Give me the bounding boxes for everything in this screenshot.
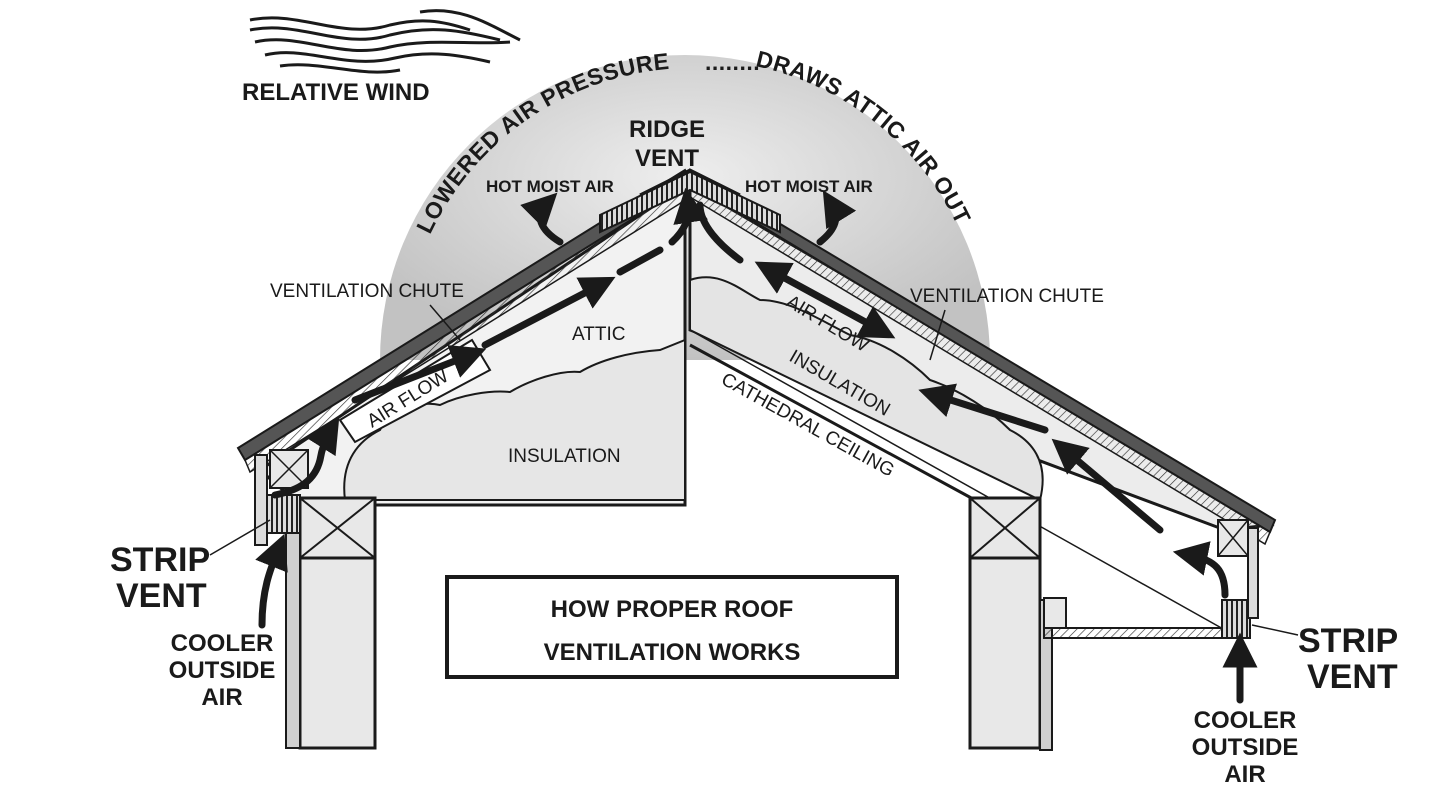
- arc-text-dots: ........: [705, 49, 760, 75]
- left-wall-sheathing: [285, 499, 301, 749]
- cooler-right-label-1: COOLER: [1194, 707, 1297, 734]
- insulation-left-label: INSULATION: [508, 446, 621, 467]
- cooler-left-label-3: AIR: [201, 684, 242, 711]
- left-wall: [298, 556, 377, 750]
- right-soffit-board: [1043, 627, 1225, 639]
- ridge-vent-icon: [599, 168, 781, 234]
- chute-right-label: VENTILATION CHUTE: [910, 286, 1104, 307]
- title-line-1: HOW PROPER ROOF: [551, 596, 794, 623]
- cooler-right-label-3: AIR: [1224, 761, 1265, 788]
- strip-vent-right-label-2: VENT: [1307, 658, 1398, 696]
- airflow-arrows: [255, 187, 1258, 704]
- ridge-vent-label-2: VENT: [635, 145, 699, 172]
- right-wall: [968, 556, 1042, 750]
- strip-vent-right-label-1: STRIP: [1298, 622, 1398, 660]
- wind-streaks-icon: [249, 9, 521, 74]
- right-strip-vent-grille: [1221, 599, 1251, 639]
- relative-wind-label: RELATIVE WIND: [242, 79, 430, 106]
- left-insulation-shape: [343, 338, 686, 501]
- title-box: [445, 575, 899, 679]
- right-ledger-block: [1043, 597, 1067, 629]
- cooler-left-label-2: OUTSIDE: [169, 657, 276, 684]
- attic-label: ATTIC: [572, 324, 625, 345]
- strip-vent-left-label-2: VENT: [116, 577, 207, 615]
- hot-air-right-label: HOT MOIST AIR: [745, 177, 873, 196]
- cooler-left-label-1: COOLER: [171, 630, 274, 657]
- chute-left-label: VENTILATION CHUTE: [270, 281, 464, 302]
- strip-vent-left-label-1: STRIP: [110, 541, 210, 579]
- hot-air-left-label: HOT MOIST AIR: [486, 177, 614, 196]
- ridge-vent-label-1: RIDGE: [629, 116, 705, 143]
- title-line-2: VENTILATION WORKS: [544, 639, 801, 666]
- cooler-right-label-2: OUTSIDE: [1192, 734, 1299, 761]
- left-strip-vent-grille: [265, 494, 301, 534]
